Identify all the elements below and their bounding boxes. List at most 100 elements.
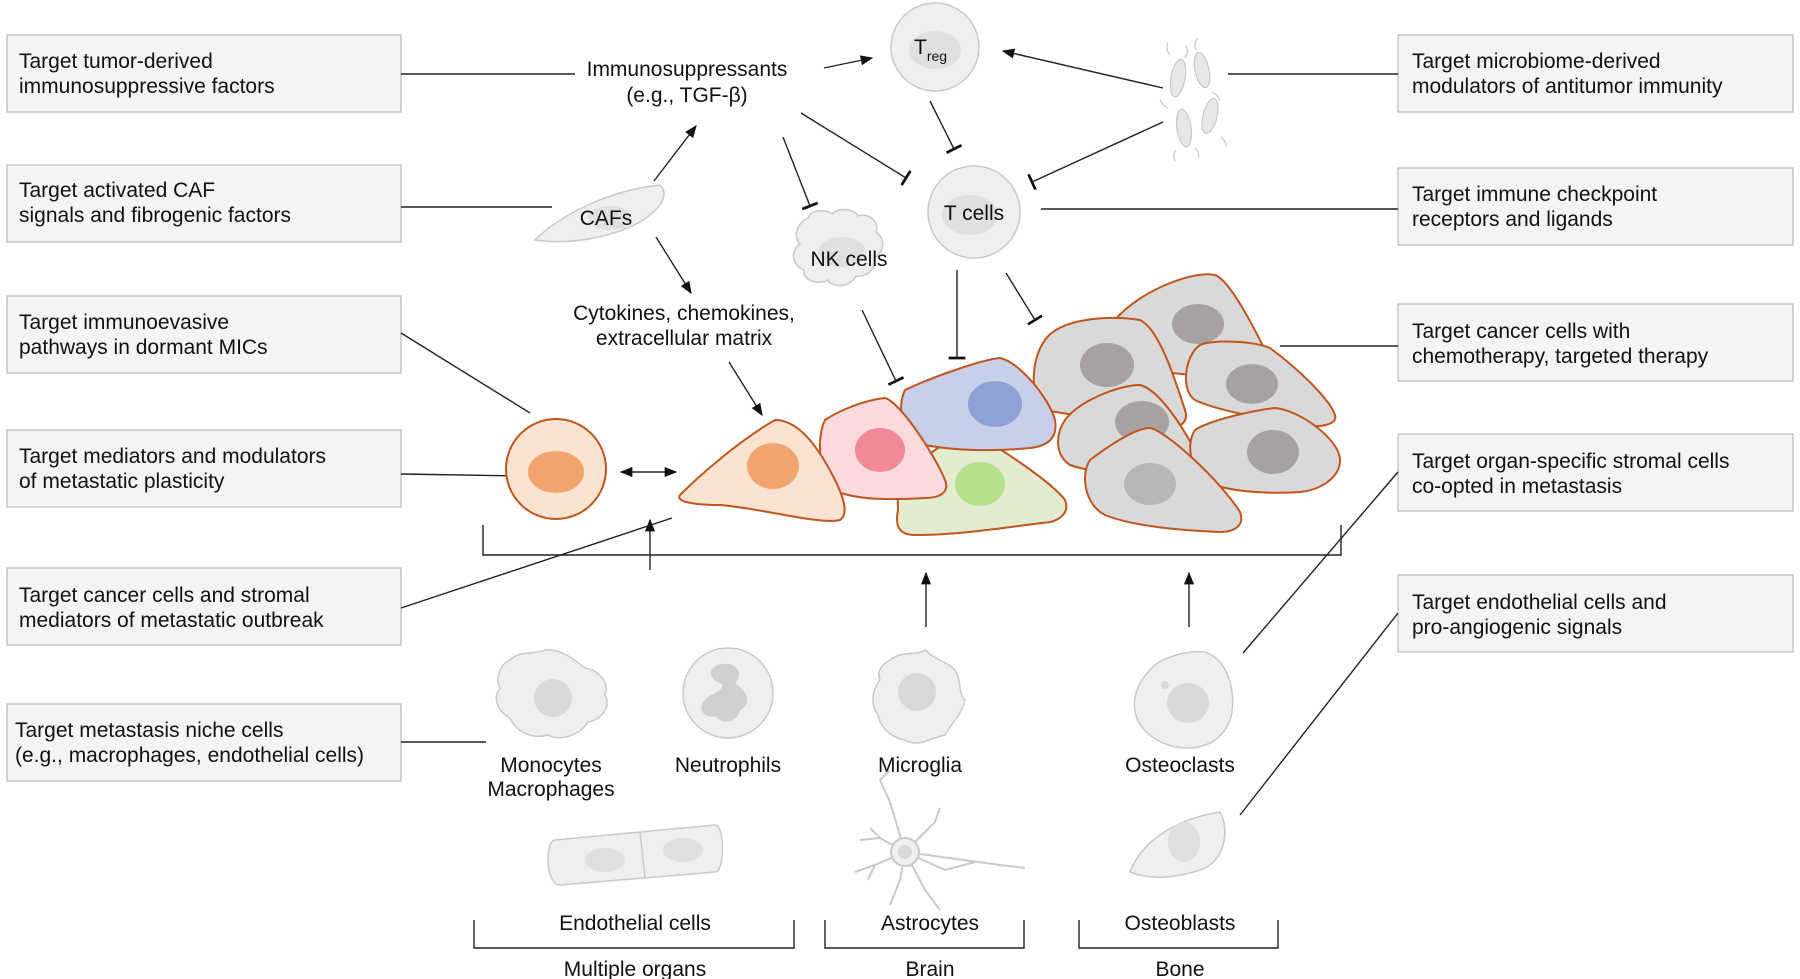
box-line: Target organ-specific stromal cells xyxy=(1412,450,1729,473)
box-line: pro-angiogenic signals xyxy=(1412,616,1622,639)
svg-text:Target immune checkpoint: Target immune checkpoint xyxy=(1412,183,1657,206)
box-microbiome-modulators: Target microbiome-derived modulators of … xyxy=(1397,34,1794,113)
svg-text:(e.g., macrophages, endothelia: (e.g., macrophages, endothelial cells) xyxy=(15,744,364,767)
microglia-cell xyxy=(872,648,966,744)
svg-text:co-opted in metastasis: co-opted in metastasis xyxy=(1412,475,1622,498)
signaling-arrows xyxy=(619,48,1195,627)
immunosuppressants-example: (e.g., TGF-β) xyxy=(626,84,747,107)
box-line: (e.g., macrophages, endothelial cells) xyxy=(15,744,364,767)
box-immunoevasive-pathways: Target immunoevasive pathways in dormant… xyxy=(6,295,402,374)
box-line: Target mediators and modulators xyxy=(19,445,326,468)
box-line: mediators of metastatic outbreak xyxy=(19,609,324,632)
osteoclasts-label: Osteoclasts xyxy=(1125,754,1235,777)
caf-label: CAFs xyxy=(580,207,633,230)
right-target-boxes: Target microbiome-derived modulators of … xyxy=(1397,34,1794,653)
box-line: signals and fibrogenic factors xyxy=(19,204,291,227)
label-line: Macrophages xyxy=(487,778,614,801)
treg-label: Treg xyxy=(914,36,947,64)
dormant-cancer-cell xyxy=(505,418,607,520)
box-caf-signals: Target activated CAF signals and fibroge… xyxy=(6,164,402,243)
box-line: immunosuppressive factors xyxy=(19,75,275,98)
label-line: Monocytes xyxy=(500,754,602,777)
multiple-organs-bracket xyxy=(473,920,795,949)
box-line: modulators of antitumor immunity xyxy=(1412,75,1723,98)
monocytes-label: Monocytes xyxy=(500,754,602,777)
cytokines-label-2: extracellular matrix xyxy=(596,327,773,350)
svg-text:pathways in dormant MICs: pathways in dormant MICs xyxy=(19,336,268,359)
box-line: Target cancer cells with xyxy=(1412,320,1630,343)
box-line: Target tumor-derived xyxy=(19,50,213,73)
nkcells-label: NK cells xyxy=(810,248,887,271)
box-metastatic-outbreak: Target cancer cells and stromal mediator… xyxy=(6,567,402,646)
svg-text:pro-angiogenic signals: pro-angiogenic signals xyxy=(1412,616,1622,639)
box-line: Target immune checkpoint xyxy=(1412,183,1657,206)
gray-cancer-cell xyxy=(1084,426,1243,534)
nk-cells: NK cells xyxy=(792,208,888,287)
box-line: of metastatic plasticity xyxy=(19,470,225,493)
inhibition-lines xyxy=(782,100,1164,386)
box-chemotherapy: Target cancer cells with chemotherapy, t… xyxy=(1397,303,1794,382)
box-line: Target cancer cells and stromal xyxy=(19,584,310,607)
box-metastasis-niche-cells: Target metastasis niche cells (e.g., mac… xyxy=(6,703,402,782)
svg-text:Target microbiome-derived: Target microbiome-derived xyxy=(1412,50,1661,73)
box-line: receptors and ligands xyxy=(1412,208,1613,231)
svg-text:Target immunoevasive: Target immunoevasive xyxy=(19,311,229,334)
microglia-label: Microglia xyxy=(878,754,962,777)
cytokines-label: Cytokines, chemokines, xyxy=(573,302,795,325)
box-endothelial-angiogenic: Target endothelial cells and pro-angioge… xyxy=(1397,574,1794,653)
osteoclast-cell xyxy=(1133,650,1234,749)
treg-main: T xyxy=(914,36,927,59)
label-line: (e.g., TGF-β) xyxy=(626,84,747,107)
box-line: Target endothelial cells and xyxy=(1412,591,1667,614)
svg-text:signals and fibrogenic factors: signals and fibrogenic factors xyxy=(19,204,291,227)
label-line: Cytokines, chemokines, xyxy=(573,302,795,325)
macrophages-label: Macrophages xyxy=(487,778,614,801)
osteoblast-cell xyxy=(1129,811,1226,878)
gray-cancer-cell xyxy=(1184,340,1337,428)
svg-text:receptors and ligands: receptors and ligands xyxy=(1412,208,1613,231)
svg-text:Target endothelial cells and: Target endothelial cells and xyxy=(1412,591,1667,614)
astrocytes-label: Astrocytes xyxy=(881,912,979,935)
astrocyte-cell xyxy=(854,769,1026,911)
box-metastatic-plasticity: Target mediators and modulators of metas… xyxy=(6,429,402,508)
neutrophil-cell xyxy=(682,647,774,739)
osteoblasts-label: Osteoblasts xyxy=(1125,912,1236,935)
svg-text:Target cancer cells and stroma: Target cancer cells and stromal xyxy=(19,584,310,607)
box-line: chemotherapy, targeted therapy xyxy=(1412,345,1709,368)
t-cells: T cells xyxy=(927,165,1021,259)
svg-text:chemotherapy, targeted therapy: chemotherapy, targeted therapy xyxy=(1412,345,1709,368)
bone-bracket xyxy=(1078,920,1279,949)
label-line: extracellular matrix xyxy=(596,327,773,350)
svg-text:Target activated CAF: Target activated CAF xyxy=(19,179,215,202)
svg-text:immunosuppressive factors: immunosuppressive factors xyxy=(19,75,275,98)
svg-text:mediators of metastatic outbre: mediators of metastatic outbreak xyxy=(19,609,324,632)
svg-text:of metastatic plasticity: of metastatic plasticity xyxy=(19,470,225,493)
box-line: co-opted in metastasis xyxy=(1412,475,1622,498)
svg-text:Target cancer cells with: Target cancer cells with xyxy=(1412,320,1630,343)
endothelial-label: Endothelial cells xyxy=(559,912,711,935)
blue-cancer-cell xyxy=(900,356,1057,452)
tcells-label: T cells xyxy=(944,202,1004,225)
monocyte-cell xyxy=(495,649,608,739)
svg-text:Target metastasis niche cells: Target metastasis niche cells xyxy=(15,719,283,742)
svg-text:modulators of antitumor immuni: modulators of antitumor immunity xyxy=(1412,75,1723,98)
immunosuppressants-label: Immunosuppressants xyxy=(587,58,788,81)
box-line: Target metastasis niche cells xyxy=(15,719,283,742)
box-immune-checkpoint: Target immune checkpoint receptors and l… xyxy=(1397,167,1794,246)
group-multiple-organs: Multiple organs xyxy=(564,958,706,979)
box-line: Target microbiome-derived xyxy=(1412,50,1661,73)
tumor-bracket xyxy=(482,525,1342,556)
caf-cell: CAFs xyxy=(533,184,665,243)
box-line: pathways in dormant MICs xyxy=(19,336,268,359)
label-line: Immunosuppressants xyxy=(587,58,788,81)
orange-cancer-cell xyxy=(678,418,846,522)
box-line: Target immunoevasive xyxy=(19,311,229,334)
left-target-boxes: Target tumor-derived immunosuppressive f… xyxy=(6,34,402,782)
group-brain: Brain xyxy=(905,958,954,979)
svg-text:Target mediators and modulator: Target mediators and modulators xyxy=(19,445,326,468)
green-cancer-cell xyxy=(896,430,1068,537)
tumor-cell-cluster xyxy=(678,273,1342,537)
svg-text:Target organ-specific stromal: Target organ-specific stromal cells xyxy=(1412,450,1729,473)
connector-lines xyxy=(400,73,1399,816)
